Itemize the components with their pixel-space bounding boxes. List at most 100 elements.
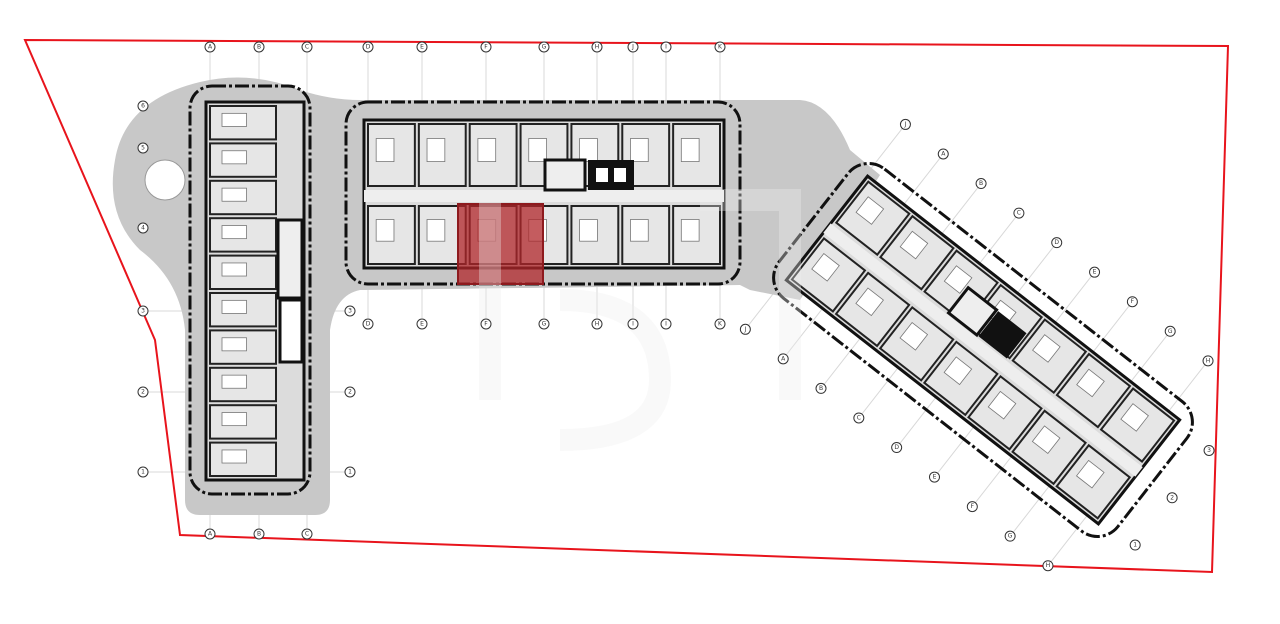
- grid-bubble: C: [853, 412, 865, 424]
- grid-bubble: A: [204, 528, 216, 540]
- furniture: [855, 196, 885, 225]
- furniture: [221, 374, 247, 389]
- grid-bubble: 2: [137, 386, 149, 398]
- building-central: [344, 100, 742, 286]
- furniture: [477, 138, 497, 163]
- grid-label: A: [208, 531, 213, 538]
- grid-label: I: [665, 321, 667, 328]
- grid-label: G: [1008, 533, 1013, 540]
- grid-label: A: [941, 150, 946, 157]
- grid-bubble: C: [301, 528, 313, 540]
- grid-label: 3: [141, 308, 145, 315]
- furniture: [221, 112, 247, 127]
- grid-bubble: B: [253, 41, 265, 53]
- furniture: [375, 138, 395, 163]
- elevator-core: [978, 311, 1027, 359]
- furniture: [1075, 459, 1105, 489]
- furniture: [855, 287, 884, 317]
- furniture: [680, 219, 700, 242]
- grid-bubble: G: [538, 41, 550, 53]
- grid-label: G: [542, 44, 547, 51]
- furniture: [811, 253, 840, 282]
- grid-label: F: [1131, 298, 1135, 305]
- grid-label: B: [257, 531, 261, 538]
- furniture: [221, 299, 247, 314]
- grid-label: D: [894, 444, 899, 451]
- grid-bubble: F: [966, 501, 978, 513]
- grid-bubble: D: [362, 41, 374, 53]
- grid-label: J: [743, 326, 746, 333]
- furniture: [987, 390, 1017, 420]
- grid-bubble: E: [928, 471, 940, 483]
- grid-label: C: [305, 531, 309, 538]
- grid-label: J: [904, 121, 907, 128]
- grid-bubble: A: [204, 41, 216, 53]
- grid-label: D: [1054, 239, 1059, 246]
- furniture: [630, 219, 649, 242]
- grid-bubble: K: [714, 318, 726, 330]
- planter-circle: [144, 159, 186, 201]
- grid-bubble: D: [891, 442, 903, 454]
- furniture: [579, 219, 598, 242]
- furniture: [375, 219, 395, 242]
- grid-label: 3: [1207, 447, 1211, 454]
- furniture: [221, 449, 247, 464]
- grid-label: B: [257, 44, 261, 51]
- grid-bubble: H: [1042, 560, 1054, 572]
- grid-bubble: H: [591, 318, 603, 330]
- grid-label: 4: [141, 225, 145, 232]
- grid-label: J: [631, 44, 634, 51]
- furniture: [899, 230, 929, 260]
- site-boundary: [23, 38, 1230, 574]
- grid-bubble: C: [301, 41, 313, 53]
- furniture: [528, 138, 547, 163]
- grid-bubble: 3: [137, 305, 149, 317]
- grid-label: F: [971, 503, 975, 510]
- furniture: [221, 187, 247, 202]
- highlighted-unit[interactable]: [457, 203, 544, 285]
- grid-label: D: [366, 321, 371, 328]
- furniture: [1076, 368, 1105, 398]
- grid-bubble: 3: [344, 305, 356, 317]
- furniture: [1120, 403, 1149, 432]
- furniture: [680, 138, 700, 163]
- grid-bubble: 3: [1203, 444, 1215, 456]
- furniture: [426, 219, 446, 242]
- grid-label: 2: [348, 389, 352, 396]
- grid-bubble: F: [480, 318, 492, 330]
- grid-bubble: H: [591, 41, 603, 53]
- furniture: [221, 337, 247, 352]
- furniture: [426, 138, 446, 163]
- grid-label: B: [819, 385, 823, 392]
- grid-bubble: 1: [137, 466, 149, 478]
- grid-label: D: [366, 44, 371, 51]
- grid-bubble: I: [660, 41, 672, 53]
- watermark-logo: [479, 189, 801, 451]
- grid-label: C: [1017, 210, 1021, 217]
- furniture: [221, 412, 247, 427]
- grid-bubble: J: [739, 323, 751, 335]
- grid-bubble: H: [1202, 355, 1214, 367]
- grid-label: C: [857, 414, 861, 421]
- grid-bubble: 2: [1166, 492, 1178, 504]
- grid-bubble: F: [480, 41, 492, 53]
- grid-bubble: B: [253, 528, 265, 540]
- grid-label: 6: [141, 103, 145, 110]
- grid-label: A: [208, 44, 213, 51]
- corridor: [364, 190, 724, 202]
- grid-bubble: D: [1051, 237, 1063, 249]
- stair-core: [946, 285, 999, 338]
- furniture: [221, 225, 247, 240]
- furniture: [221, 262, 247, 277]
- grid-label: 1: [141, 469, 145, 476]
- grid-label: 3: [348, 308, 352, 315]
- grid-bubble: I: [627, 318, 639, 330]
- grid-label: F: [484, 44, 488, 51]
- building-east: [772, 162, 1194, 538]
- elevator-core: [588, 160, 634, 190]
- furniture: [1031, 425, 1061, 455]
- grid-bubble: G: [1004, 530, 1016, 542]
- grid-bubble: E: [416, 41, 428, 53]
- grid-bubble: J: [627, 41, 639, 53]
- grid-label: A: [781, 355, 786, 362]
